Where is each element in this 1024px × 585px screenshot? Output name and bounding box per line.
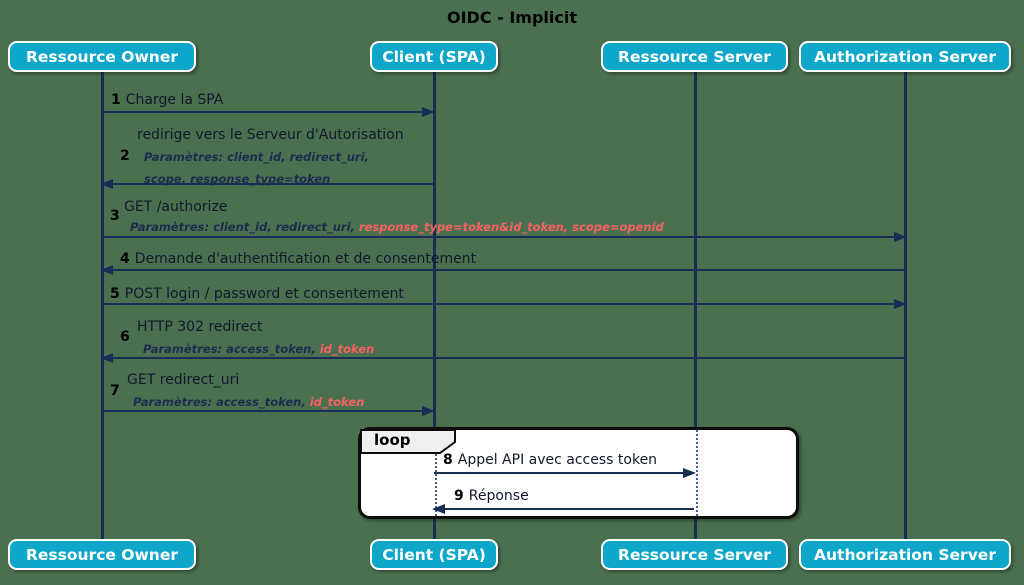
message-2-params-line1: Paramètres: client_id, redirect_uri, [144, 150, 369, 164]
diagram-title: OIDC - Implicit [446, 8, 578, 27]
message-6-arrow [100, 352, 905, 363]
actor-label: Ressource Server [618, 545, 771, 564]
arrowhead-left [100, 178, 113, 189]
actor-client-spa-bottom: Client (SPA) [370, 539, 498, 570]
message-7-params: Paramètres: access_token, id_token [133, 395, 364, 409]
loop-lifeline-ressource-server-dotted [696, 430, 698, 516]
message-label: Appel API avec access token [457, 452, 658, 468]
actor-label: Authorization Server [814, 47, 996, 66]
actor-label: Client (SPA) [382, 545, 486, 564]
arrowhead-right [683, 467, 696, 478]
message-label: HTTP 302 redirect [137, 319, 263, 335]
message-6-number: 6 [120, 329, 130, 345]
message-label: Demande d'authentification et de consent… [134, 251, 477, 267]
message-2-text: redirige vers le Serveur d'Autorisation [137, 127, 404, 143]
arrowhead-left [100, 352, 113, 363]
message-3-text: GET /authorize [124, 199, 227, 215]
message-6-text: HTTP 302 redirect [137, 319, 263, 335]
message-label: GET redirect_uri [127, 372, 240, 388]
lifeline-ressource-server [693, 72, 697, 539]
params-text-red: response_type=token&id_token, scope=open… [358, 220, 664, 234]
message-8-arrow [434, 467, 696, 478]
arrowhead-right [422, 405, 435, 416]
message-number: 9 [454, 488, 464, 504]
lifeline-ressource-owner [100, 72, 104, 539]
message-number: 8 [443, 452, 453, 468]
message-3-number: 3 [110, 208, 120, 224]
message-number: 2 [120, 148, 130, 164]
actor-label: Authorization Server [814, 545, 996, 564]
message-4-arrow [100, 264, 905, 275]
message-number: 6 [120, 329, 130, 345]
params-text-red: id_token [319, 342, 375, 356]
message-label: GET /authorize [124, 199, 228, 215]
params-text: Paramètres: client_id, redirect_uri, [130, 220, 359, 234]
params-text: Paramètres: access_token, [133, 395, 310, 409]
actor-authorization-server-top: Authorization Server [799, 41, 1011, 72]
actor-label: Ressource Server [618, 47, 771, 66]
params-text: scope, response_type=token [144, 172, 331, 186]
message-3-arrow [102, 231, 907, 242]
actor-ressource-server-top: Ressource Server [601, 41, 788, 72]
message-number: 1 [111, 92, 121, 108]
actor-label: Client (SPA) [382, 47, 486, 66]
message-7-number: 7 [110, 383, 120, 399]
arrowhead-right [422, 106, 435, 117]
params-text-red: id_token [309, 395, 365, 409]
lifeline-client-spa [432, 72, 436, 539]
message-2-params-line2: scope, response_type=token [144, 172, 330, 186]
actor-label: Ressource Owner [25, 47, 178, 66]
actor-ressource-server-bottom: Ressource Server [601, 539, 788, 570]
message-7-text: GET redirect_uri [127, 372, 239, 388]
message-3-params: Paramètres: client_id, redirect_uri, res… [130, 220, 664, 234]
message-label: redirige vers le Serveur d'Autorisation [137, 127, 404, 143]
message-5-arrow [102, 298, 907, 309]
actor-authorization-server-bottom: Authorization Server [799, 539, 1011, 570]
loop-tab-shape [360, 429, 456, 454]
message-number: 7 [110, 383, 120, 399]
message-label: POST login / password et consentement [124, 286, 404, 302]
actor-label: Ressource Owner [25, 545, 178, 564]
message-9-arrow [432, 503, 694, 514]
params-text: Paramètres: access_token, [143, 342, 320, 356]
message-7-arrow [102, 405, 435, 416]
message-2-arrow [100, 178, 433, 189]
message-label: Réponse [468, 488, 529, 504]
arrowhead-left [100, 264, 113, 275]
params-text: Paramètres: client_id, redirect_uri, [144, 150, 369, 164]
arrowhead-right [894, 231, 907, 242]
message-6-params: Paramètres: access_token, id_token [143, 342, 374, 356]
actor-client-spa-top: Client (SPA) [370, 41, 498, 72]
arrowhead-right [894, 298, 907, 309]
loop-label: loop [374, 431, 411, 449]
arrowhead-left [432, 503, 445, 514]
actor-ressource-owner-top: Ressource Owner [8, 41, 196, 72]
actor-ressource-owner-bottom: Ressource Owner [8, 539, 196, 570]
message-2-number: 2 [120, 148, 130, 164]
message-number: 4 [120, 251, 130, 267]
message-1-arrow [102, 106, 435, 117]
message-label: Charge la SPA [125, 92, 224, 108]
message-number: 5 [110, 286, 120, 302]
message-number: 3 [110, 208, 120, 224]
